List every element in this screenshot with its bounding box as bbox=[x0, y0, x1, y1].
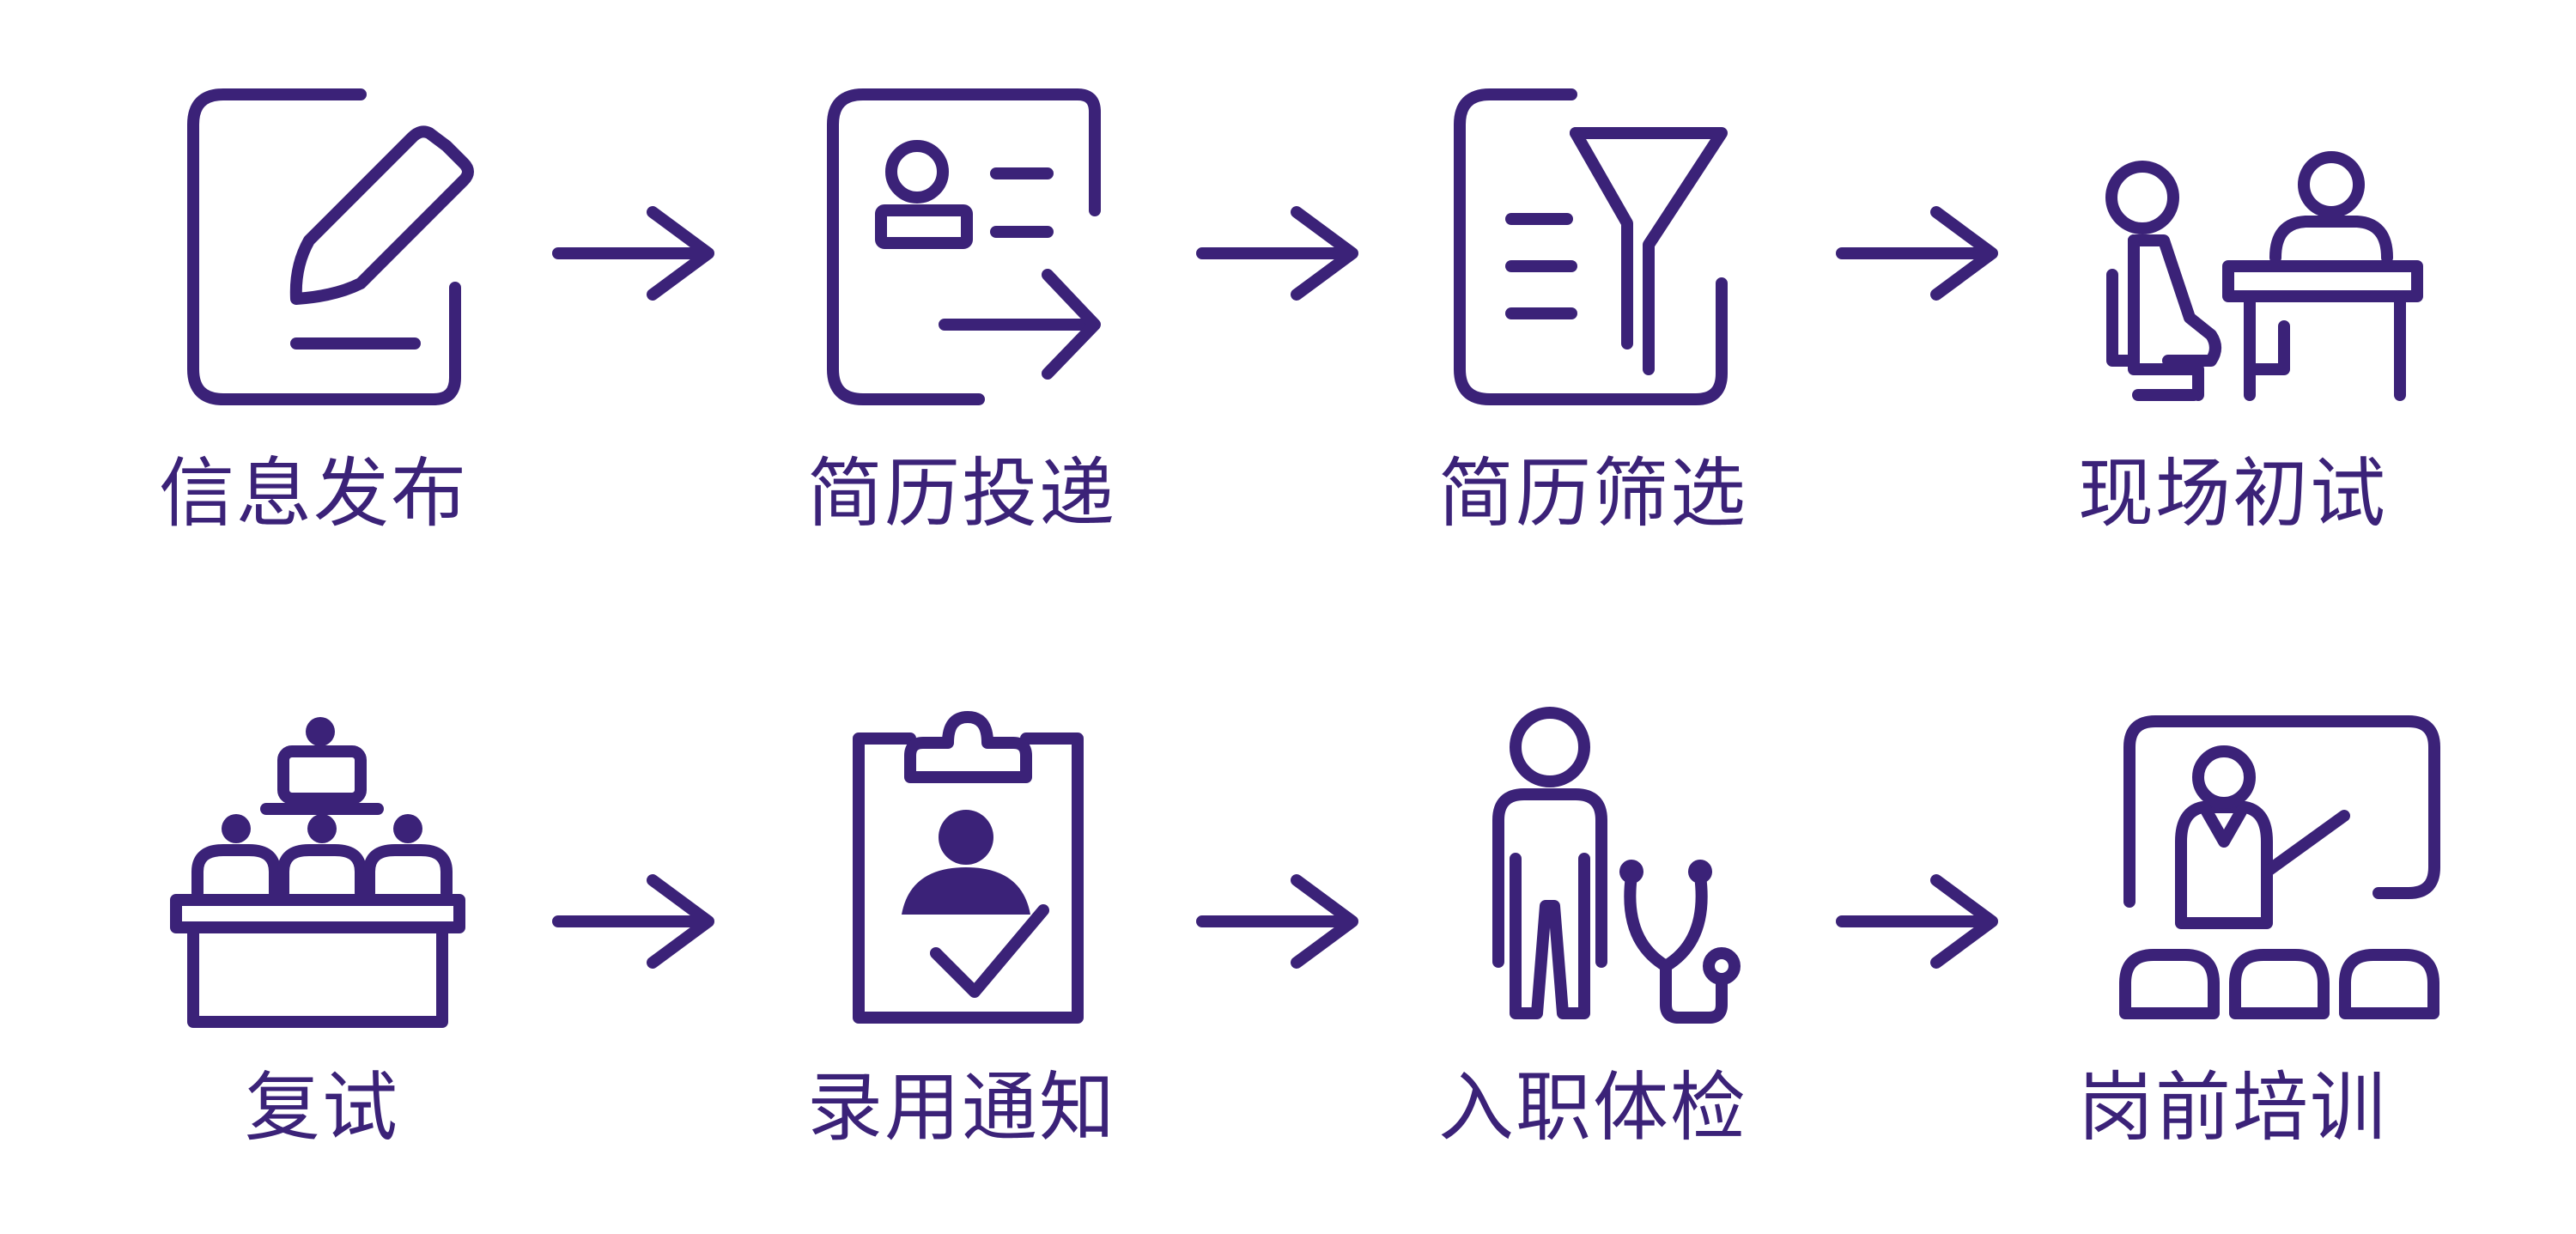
clipboard-check-icon bbox=[853, 711, 1084, 1024]
resume-send-icon bbox=[827, 88, 1101, 405]
arrow-right-icon bbox=[552, 206, 714, 301]
panel-interview-icon bbox=[170, 717, 465, 1028]
document-pencil-icon bbox=[187, 88, 474, 405]
training-presentation-icon bbox=[2119, 715, 2440, 1019]
arrow-right-icon bbox=[1836, 206, 1998, 301]
step-label: 入职体检 bbox=[1437, 1063, 1747, 1152]
arrow-right-icon bbox=[1196, 874, 1358, 969]
step-label: 简历筛选 bbox=[1437, 449, 1747, 538]
step-label: 现场初试 bbox=[2077, 449, 2387, 538]
interview-icon bbox=[2105, 151, 2423, 401]
step-label: 岗前培训 bbox=[2077, 1063, 2387, 1152]
resume-filter-icon bbox=[1454, 88, 1728, 405]
step-label: 复试 bbox=[244, 1063, 399, 1152]
arrow-right-icon bbox=[552, 874, 714, 969]
arrow-right-icon bbox=[1836, 874, 1998, 969]
step-label: 信息发布 bbox=[158, 449, 468, 538]
step-label: 简历投递 bbox=[806, 449, 1116, 538]
stethoscope-person-icon bbox=[1492, 707, 1741, 1024]
arrow-right-icon bbox=[1196, 206, 1358, 301]
step-label: 录用通知 bbox=[806, 1063, 1116, 1152]
